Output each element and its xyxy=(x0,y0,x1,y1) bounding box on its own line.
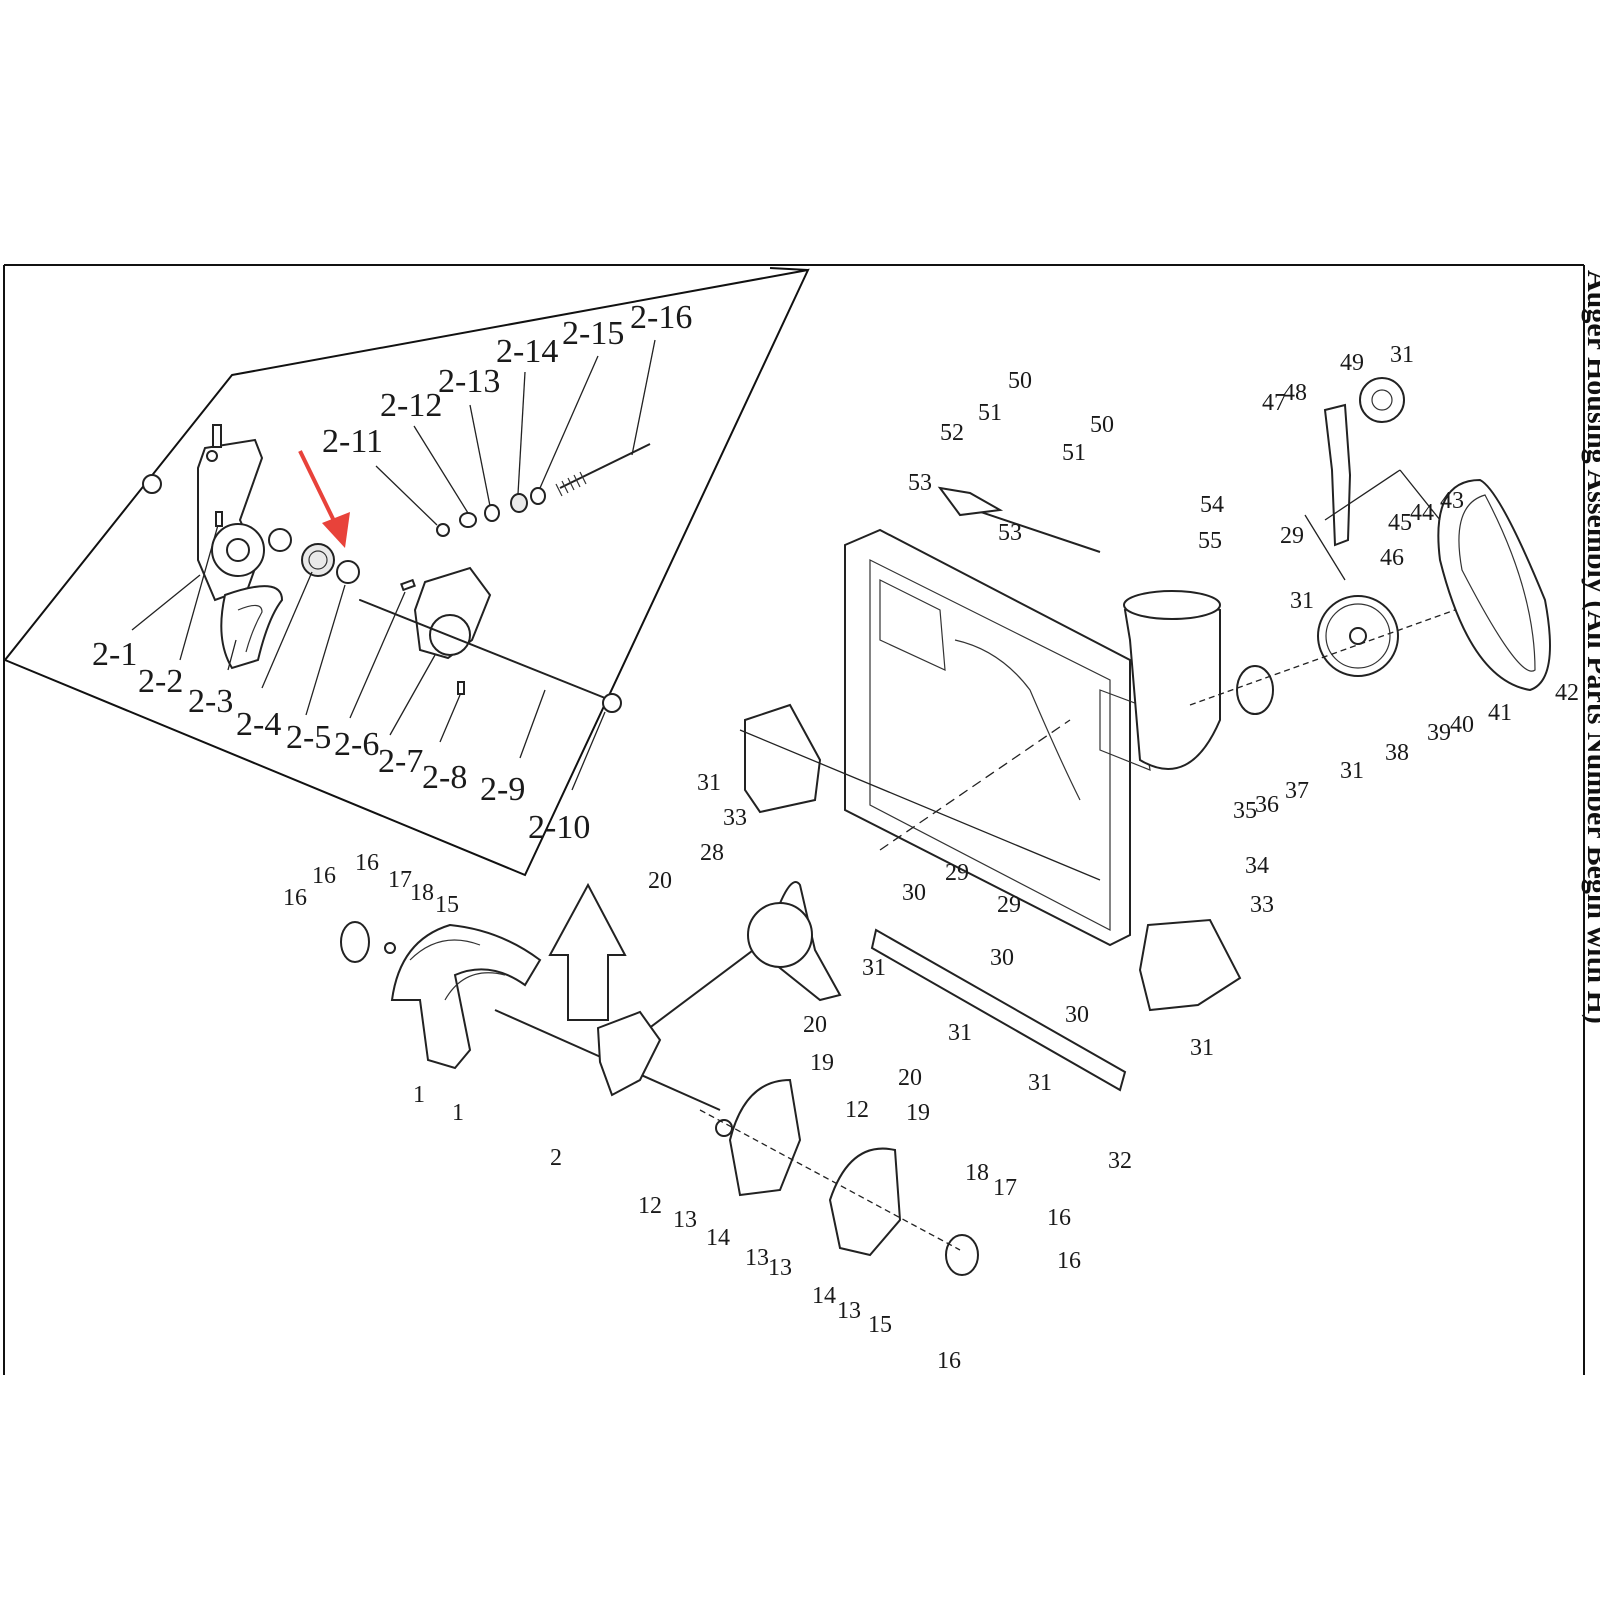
inset-label-2-5: 2-5 xyxy=(286,719,331,756)
label-17-a: 17 xyxy=(388,867,412,893)
label-19-b: 19 xyxy=(906,1100,930,1126)
label-32: 32 xyxy=(1108,1148,1132,1174)
label-31-g: 31 xyxy=(1390,342,1414,368)
label-1-b: 1 xyxy=(452,1100,464,1126)
inset-label-2-4: 2-4 xyxy=(236,706,281,743)
label-14-b: 14 xyxy=(812,1283,836,1309)
highlight-arrow xyxy=(298,450,350,548)
inset-label-2-12: 2-12 xyxy=(380,387,442,424)
label-20-b: 20 xyxy=(898,1065,922,1091)
label-16-a: 16 xyxy=(283,885,307,911)
inset-label-2-1: 2-1 xyxy=(92,636,137,673)
label-31-f: 31 xyxy=(1340,758,1364,784)
label-52: 52 xyxy=(940,420,964,446)
label-43: 43 xyxy=(1440,488,1464,514)
label-54: 54 xyxy=(1200,492,1224,518)
label-41: 41 xyxy=(1488,700,1512,726)
label-39: 39 xyxy=(1427,720,1451,746)
label-34: 34 xyxy=(1245,853,1269,879)
inset-label-2-9: 2-9 xyxy=(480,771,525,808)
label-53-b: 53 xyxy=(998,520,1022,546)
side-title: Auger Housing Assembly (All Parts Number… xyxy=(1581,270,1600,1024)
inset-label-2-11: 2-11 xyxy=(322,423,383,460)
inset-label-2-8: 2-8 xyxy=(422,759,467,796)
label-16-d: 16 xyxy=(1047,1205,1071,1231)
label-28: 28 xyxy=(700,840,724,866)
label-15-a: 15 xyxy=(435,892,459,918)
label-29-b: 29 xyxy=(997,892,1021,918)
label-2: 2 xyxy=(550,1145,562,1171)
label-47: 47 xyxy=(1262,390,1286,416)
inset-label-2-15: 2-15 xyxy=(562,315,624,352)
inset-label-2-6: 2-6 xyxy=(334,726,379,763)
label-55: 55 xyxy=(1198,528,1222,554)
label-12-a: 12 xyxy=(638,1193,662,1219)
up-arrow xyxy=(548,882,627,1021)
label-50-a: 50 xyxy=(1008,368,1032,394)
label-31-a: 31 xyxy=(862,955,886,981)
inset-label-2-13: 2-13 xyxy=(438,363,500,400)
label-12-b: 12 xyxy=(845,1097,869,1123)
label-30-a: 30 xyxy=(902,880,926,906)
label-29-a: 29 xyxy=(945,860,969,886)
inset-label-2-14: 2-14 xyxy=(496,333,558,370)
label-16-e: 16 xyxy=(1057,1248,1081,1274)
label-13-b: 13 xyxy=(745,1245,769,1271)
label-13-a: 13 xyxy=(673,1207,697,1233)
label-31-c: 31 xyxy=(1028,1070,1052,1096)
label-30-b: 30 xyxy=(990,945,1014,971)
inset-label-2-3: 2-3 xyxy=(188,683,233,720)
label-38: 38 xyxy=(1385,740,1409,766)
label-19-a: 19 xyxy=(810,1050,834,1076)
label-16-c: 16 xyxy=(355,850,379,876)
label-31-h: 31 xyxy=(1290,588,1314,614)
label-40: 40 xyxy=(1450,712,1474,738)
label-18-b: 18 xyxy=(965,1160,989,1186)
label-36: 36 xyxy=(1255,792,1279,818)
label-31-d: 31 xyxy=(697,770,721,796)
label-16-b: 16 xyxy=(312,863,336,889)
label-53-a: 53 xyxy=(908,470,932,496)
label-51-b: 51 xyxy=(1062,440,1086,466)
inset-label-2-2: 2-2 xyxy=(138,663,183,700)
label-45: 45 xyxy=(1388,510,1412,536)
inset-label-2-10: 2-10 xyxy=(528,809,590,846)
page-frame xyxy=(3,264,1585,1375)
label-15-b: 15 xyxy=(868,1312,892,1338)
label-51-a: 51 xyxy=(978,400,1002,426)
label-37: 37 xyxy=(1285,778,1309,804)
label-31-e: 31 xyxy=(1190,1035,1214,1061)
label-33-b: 33 xyxy=(1250,892,1274,918)
label-29-c: 29 xyxy=(1280,523,1304,549)
label-33-a: 33 xyxy=(723,805,747,831)
label-16-f: 16 xyxy=(937,1348,961,1374)
label-18-a: 18 xyxy=(410,880,434,906)
label-49: 49 xyxy=(1340,350,1364,376)
gearbox-inset: 2-1 2-2 2-3 2-4 2-5 2-6 2-7 2-8 2-9 2-10… xyxy=(3,267,810,877)
label-17-b: 17 xyxy=(993,1175,1017,1201)
label-30-c: 30 xyxy=(1065,1002,1089,1028)
label-13-d: 13 xyxy=(837,1298,861,1324)
label-46: 46 xyxy=(1380,545,1404,571)
label-48: 48 xyxy=(1283,380,1307,406)
label-31-b: 31 xyxy=(948,1020,972,1046)
main-callouts: 16 16 17 18 15 16 1 1 2 12 13 14 13 13 1… xyxy=(283,342,1579,1374)
inset-label-2-16: 2-16 xyxy=(630,299,692,336)
label-20-c: 20 xyxy=(648,868,672,894)
label-50-b: 50 xyxy=(1090,412,1114,438)
label-42: 42 xyxy=(1555,680,1579,706)
label-20-a: 20 xyxy=(803,1012,827,1038)
label-1-a: 1 xyxy=(413,1082,425,1108)
label-14-a: 14 xyxy=(706,1225,730,1251)
label-44: 44 xyxy=(1410,500,1434,526)
auger-assembly xyxy=(340,377,1551,1276)
inset-label-2-7: 2-7 xyxy=(378,743,423,780)
label-13-c: 13 xyxy=(768,1255,792,1281)
label-35: 35 xyxy=(1233,798,1257,824)
